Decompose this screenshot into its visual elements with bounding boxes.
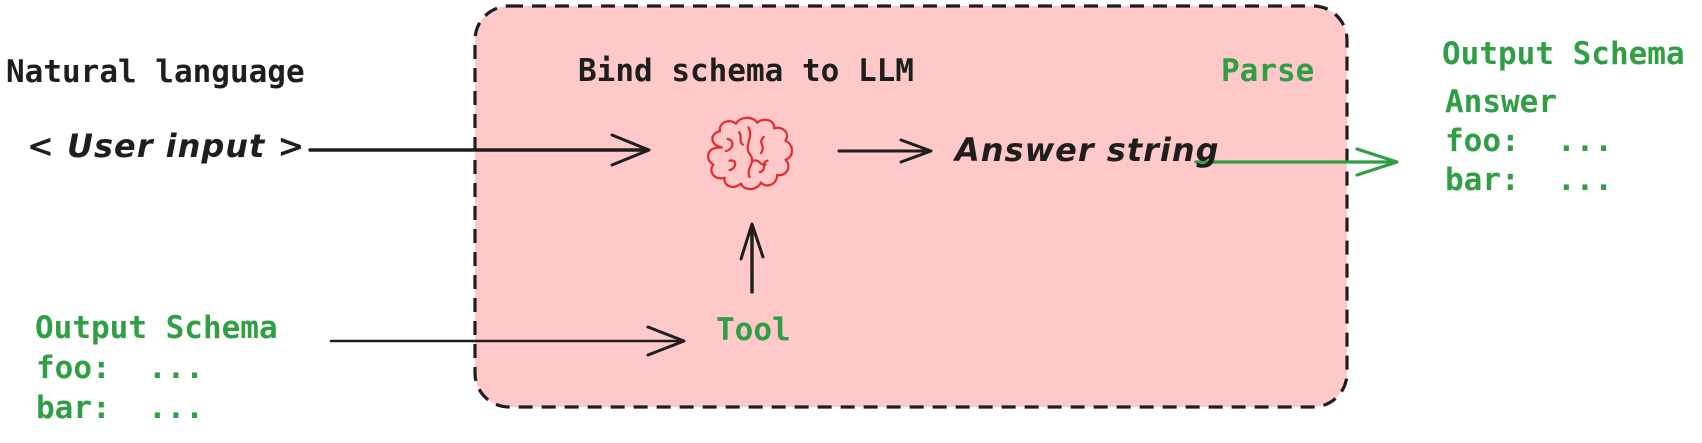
input-schema-foo-line: foo: ... <box>36 350 204 386</box>
arrow-answer-to-output <box>1194 147 1399 177</box>
brain-icon <box>706 116 794 191</box>
input-schema-bar-line: bar: ... <box>36 390 204 426</box>
parse-label: Parse <box>1221 53 1315 89</box>
answer-string-label: Answer string <box>955 131 1220 169</box>
arrow-tool-to-llm <box>739 222 765 294</box>
tool-label: Tool <box>716 312 791 348</box>
output-result-bar-line: bar: ... <box>1445 162 1613 198</box>
output-result-foo-line: foo: ... <box>1445 123 1613 159</box>
output-result-title: Output Schema <box>1442 36 1685 72</box>
bind-schema-box <box>473 4 1349 409</box>
natural-language-label: Natural language <box>6 54 305 90</box>
arrow-user-input-to-llm <box>308 133 651 167</box>
arrow-llm-to-answer-string <box>837 138 933 164</box>
arrow-schema-to-tool <box>329 325 686 357</box>
bind-schema-title: Bind schema to LLM <box>578 53 914 89</box>
input-schema-title: Output Schema <box>35 310 278 346</box>
user-input-label: < User input > <box>27 127 306 165</box>
output-result-answer-label: Answer <box>1445 84 1557 120</box>
